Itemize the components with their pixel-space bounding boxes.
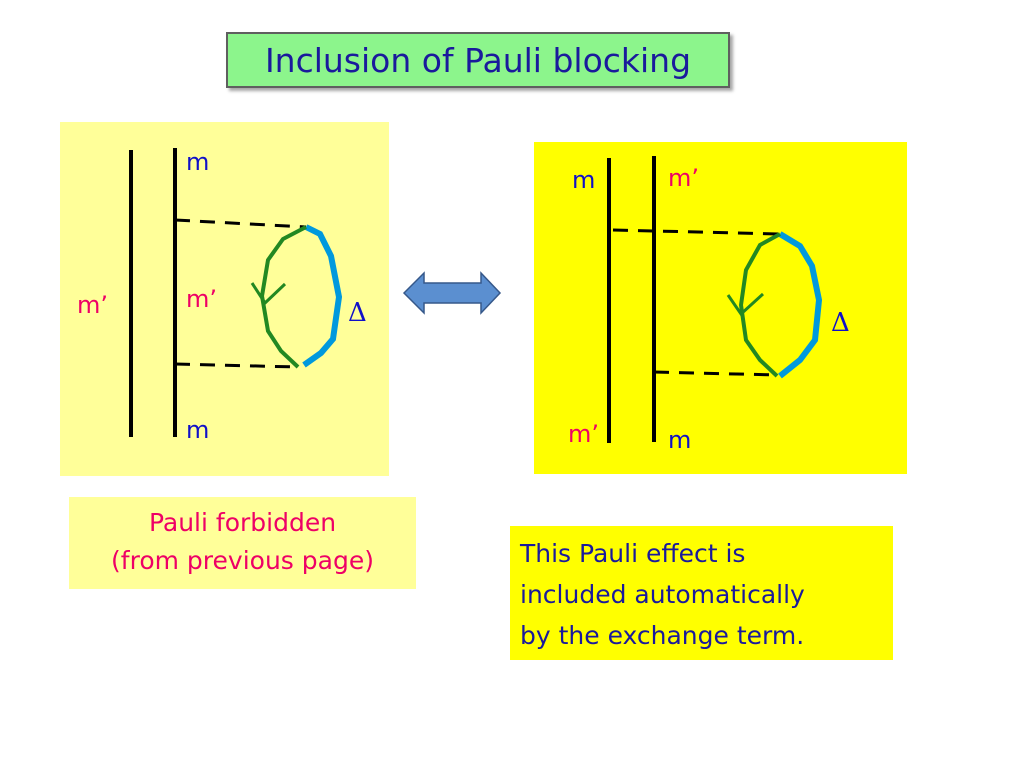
right-caption-box: This Pauli effect is included automatica… — [510, 526, 893, 660]
right-upper-exchange-line — [612, 228, 781, 236]
right-diagram-panel — [534, 142, 907, 474]
right-hole-arrow-icon — [726, 292, 765, 317]
equivalence-double-arrow-icon — [402, 271, 502, 315]
left-caption-line-2: (from previous page) — [111, 546, 374, 575]
left-label-bottom-m: m — [186, 416, 210, 444]
left-hole-arrow-icon — [250, 282, 287, 306]
right-lower-exchange-line — [653, 370, 779, 377]
page-title: Inclusion of Pauli blocking — [226, 32, 730, 88]
right-delta-line — [778, 231, 823, 379]
left-caption-box: Pauli forbidden (from previous page) — [69, 497, 416, 589]
right-label-bottom-left-m-prime: m’ — [568, 420, 600, 448]
right-label-bottom-right-m: m — [668, 426, 692, 454]
left-label-delta: Δ — [348, 298, 367, 328]
right-caption-line-3: by the exchange term. — [520, 621, 805, 650]
title-text: Inclusion of Pauli blocking — [264, 40, 692, 80]
right-hole-line — [738, 232, 781, 378]
left-caption-line-1: Pauli forbidden — [148, 508, 337, 537]
left-label-middle-m-prime: m’ — [186, 285, 218, 313]
left-lower-exchange-line — [174, 362, 299, 369]
left-hole-line — [259, 225, 307, 369]
left-label-outer-m-prime: m’ — [77, 291, 109, 319]
right-caption-line-2: included automatically — [520, 580, 805, 609]
left-delta-line — [302, 224, 343, 368]
right-label-top-left-m: m — [572, 166, 596, 194]
right-label-top-right-m-prime: m’ — [668, 164, 700, 192]
left-diagram — [129, 148, 343, 437]
right-caption-line-1: This Pauli effect is — [520, 539, 746, 568]
right-diagram — [607, 156, 823, 443]
left-label-top-m: m — [186, 148, 210, 176]
left-diagram-panel — [60, 122, 389, 476]
right-label-delta: Δ — [831, 308, 850, 338]
left-upper-exchange-line — [174, 218, 307, 229]
